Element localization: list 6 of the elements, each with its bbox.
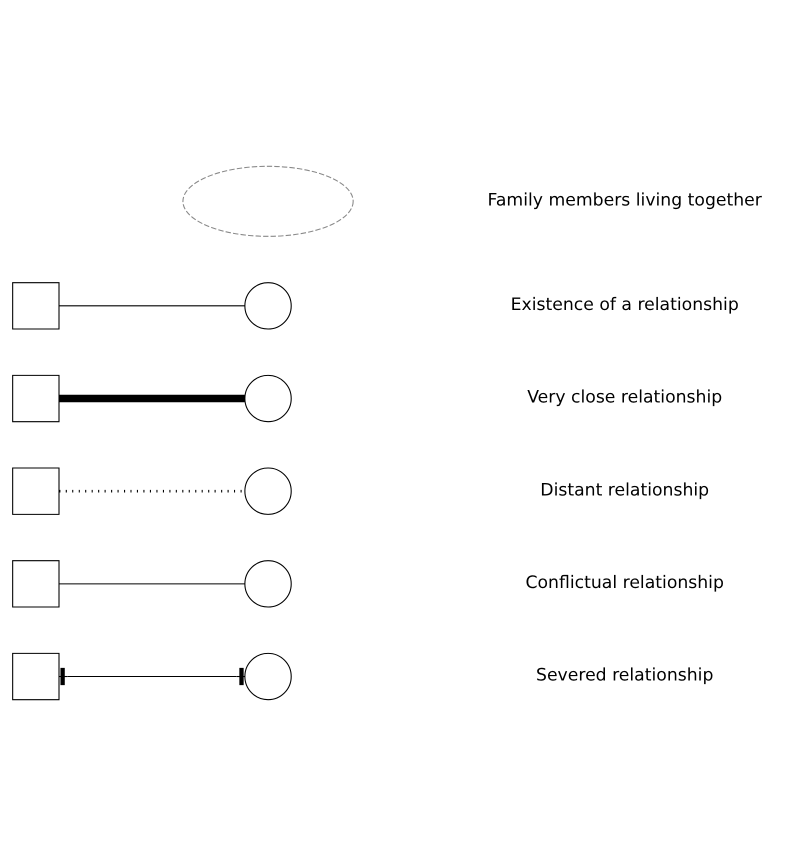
legend-label: Very close relationship [527, 387, 722, 408]
legend-label: Distant relationship [540, 480, 710, 500]
legend-label: Conflictual relationship [525, 572, 724, 592]
legend-label: Severed relationship [536, 665, 714, 686]
legend-label: Family members living together [488, 190, 762, 210]
legend-label: Existence of a relationship [510, 294, 739, 314]
